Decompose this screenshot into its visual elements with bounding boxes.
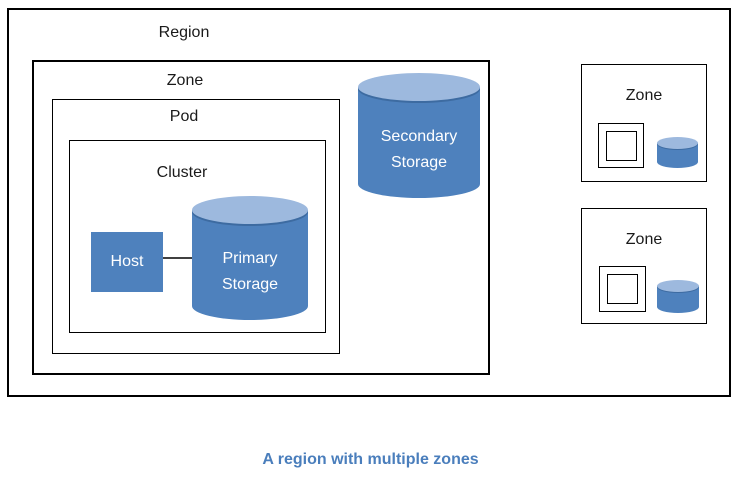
zone-box [32, 60, 490, 375]
host-box: Host [91, 232, 163, 292]
cylinder-body [192, 210, 308, 320]
cluster-box [69, 140, 326, 333]
pod-box [52, 99, 340, 354]
storage-cylinder-icon [657, 280, 699, 313]
region-label: Region [158, 24, 210, 41]
host-label: Host [110, 253, 144, 270]
region-box [7, 8, 731, 397]
cylinder-body [358, 87, 480, 198]
cylinder-top [192, 196, 308, 224]
secondary-storage-cylinder: Secondary Storage [358, 73, 480, 198]
nested-boxes-inner-icon [607, 274, 638, 304]
host-storage-connector [163, 257, 193, 259]
zone-label: Zone [166, 72, 204, 89]
cylinder-top [657, 137, 698, 149]
zone-small-label: Zone [625, 231, 663, 248]
figure-caption: A region with multiple zones [262, 451, 479, 468]
storage-cylinder-icon [657, 137, 698, 168]
primary-storage-cylinder: Primary Storage [192, 196, 308, 320]
zone-small-label: Zone [625, 87, 663, 104]
nested-boxes-inner-icon [605, 130, 637, 161]
cylinder-top [657, 280, 699, 292]
zone-small-box-1: Zone [581, 64, 707, 182]
pod-label: Pod [169, 108, 199, 125]
primary-storage-label: Primary Storage [221, 250, 279, 293]
secondary-storage-label: Secondary Storage [380, 127, 458, 171]
nested-boxes-icon [599, 266, 646, 312]
cluster-label: Cluster [156, 164, 208, 181]
zone-small-box-2: Zone [581, 208, 707, 324]
nested-boxes-icon [598, 123, 644, 168]
cylinder-top [358, 73, 480, 101]
